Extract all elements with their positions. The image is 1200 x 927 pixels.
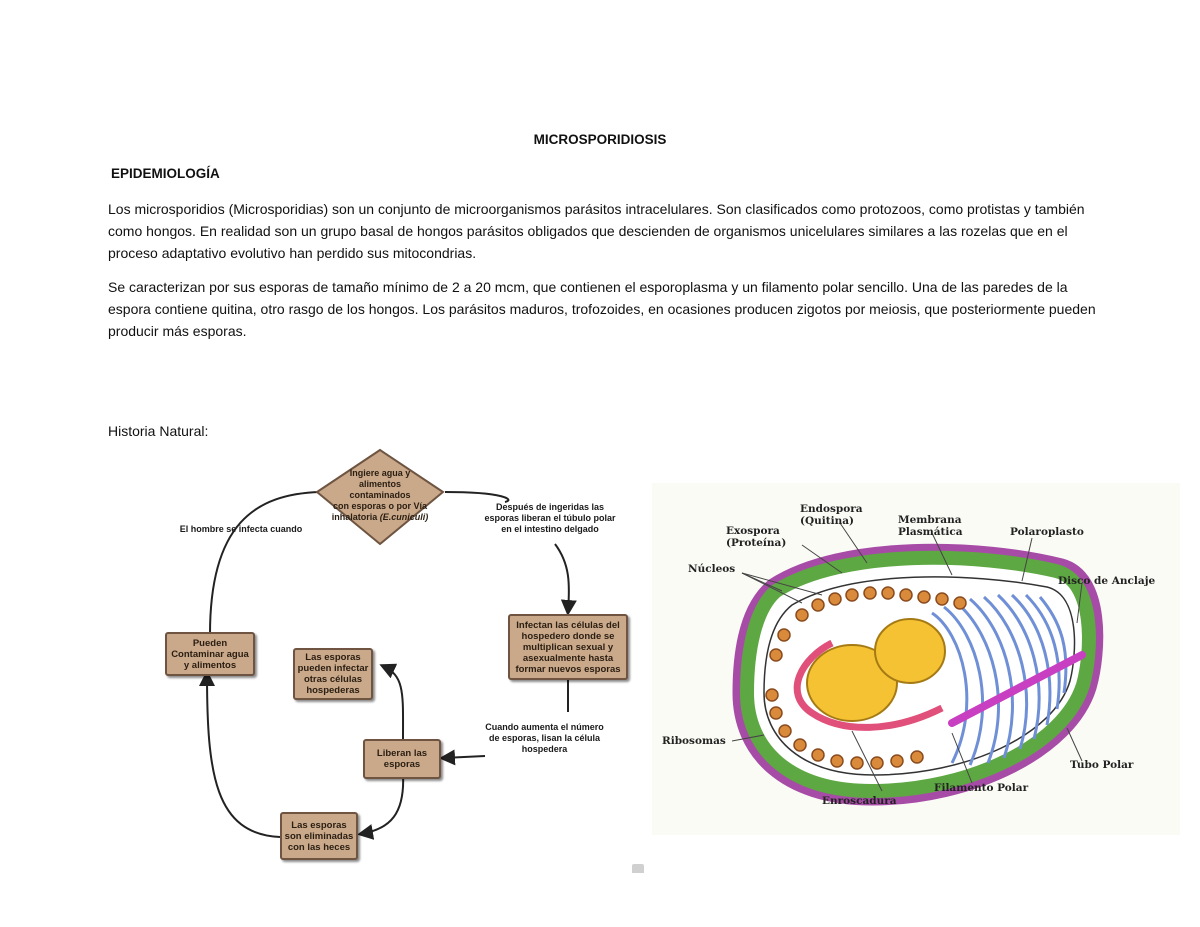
section-heading-epidemiologia: EPIDEMIOLOGÍA — [111, 166, 220, 181]
leader-lines — [731, 522, 1083, 792]
ribosomes — [765, 586, 967, 770]
caption-spore-increase: Cuando aumenta el número de esporas, lis… — [485, 722, 604, 754]
life-cycle-diagram: Ingiere agua y alimentos contaminados co… — [155, 444, 635, 864]
paragraph-characteristics: Se caracterizan por sus esporas de tamañ… — [108, 279, 1096, 339]
box-release-spores: Liberan las esporas — [363, 739, 441, 779]
label-ribosomas: Ribosomas — [662, 735, 726, 747]
nucleus-left — [806, 644, 898, 722]
box-contaminate-water-food: Pueden Contaminar agua y alimentos — [165, 632, 255, 676]
exospora-layer — [732, 543, 1104, 806]
box-infect-host-cells: Infectan las células del hospedero donde… — [508, 614, 628, 680]
diamond-ingestion — [315, 448, 445, 546]
arrow-to-infect-other — [379, 663, 405, 740]
arrow-to-release-box — [439, 749, 486, 766]
cycle-arrows — [199, 448, 577, 840]
label-tubo-polar: Tubo Polar — [1070, 759, 1134, 771]
box-infect-other-cells: Las esporas pueden infectar otras célula… — [293, 648, 373, 700]
label-filamento-polar: Filamento Polar — [934, 782, 1029, 794]
spore-illustration — [731, 522, 1104, 806]
spore-structure-diagram: Endospora(Quitina) Exospora(Proteína) Me… — [652, 483, 1180, 835]
arrow-to-diamond — [209, 491, 321, 635]
label-enroscadura: Enroscadura — [822, 795, 897, 807]
caption-after-ingestion: Después de ingeridas las esporas liberan… — [484, 502, 616, 534]
arrow-to-eliminated — [357, 773, 405, 840]
page-marker — [632, 864, 644, 873]
label-disco-anclaje: Disco de Anclaje — [1058, 575, 1156, 587]
diamond-ingestion-text: Ingiere agua y alimentos contaminados co… — [331, 468, 429, 522]
arrow-diamond-right — [444, 491, 510, 503]
caption-man-infected: El hombre se infecta cuando — [179, 524, 303, 534]
arrow-to-infect-box — [554, 543, 577, 616]
polaroplast-fibers — [931, 593, 1068, 766]
polar-filament-coil — [793, 639, 944, 731]
label-exospora: Exospora(Proteína) — [726, 525, 787, 549]
polar-tube — [948, 651, 1086, 727]
box-spores-eliminated: Las esporas son eliminadas con las heces — [280, 812, 358, 860]
label-endospora: Endospora(Quitina) — [800, 503, 863, 527]
page-title: MICROSPORIDIOSIS — [533, 132, 667, 147]
paragraph-intro: Los microsporidios (Microsporidias) son … — [108, 201, 1085, 261]
label-nucleos: Núcleos — [688, 563, 736, 575]
natural-history-label: Historia Natural: — [108, 423, 209, 439]
label-polaroplasto: Polaroplasto — [1010, 526, 1084, 538]
arrow-to-contaminate — [199, 670, 281, 838]
nucleus-right — [874, 618, 946, 684]
